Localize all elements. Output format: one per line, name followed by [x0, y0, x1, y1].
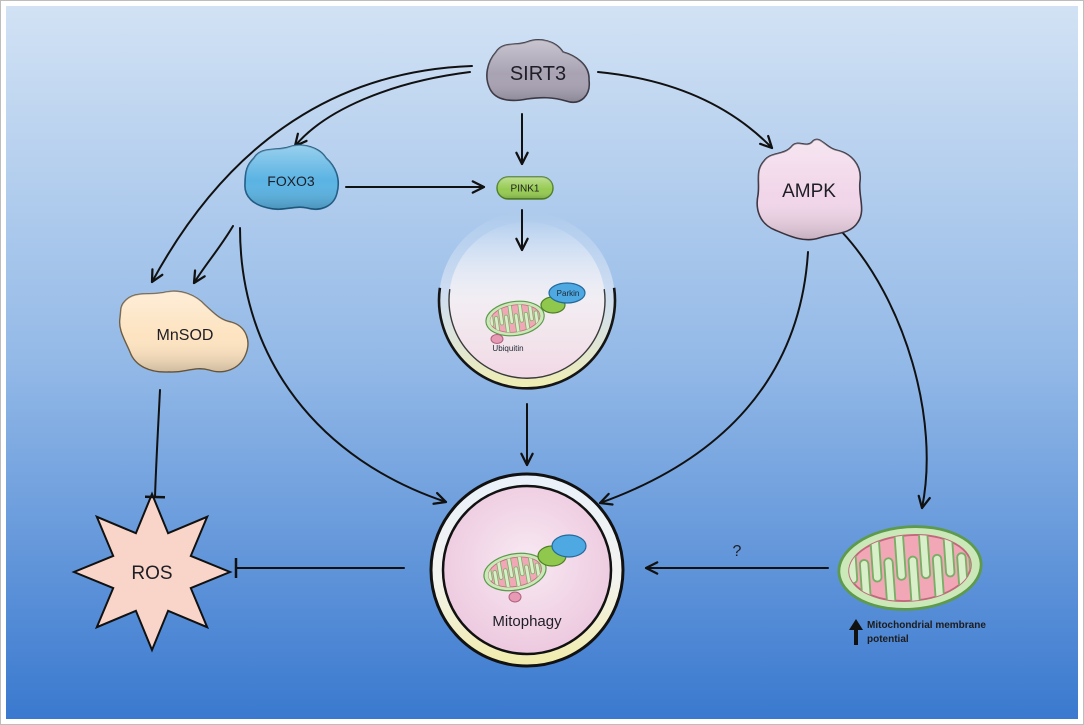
foxo3-label: FOXO3	[267, 173, 315, 189]
sirt3-node: SIRT3	[486, 39, 591, 104]
parkin-protein	[551, 534, 587, 558]
ampk-node: AMPK	[756, 138, 863, 241]
mitophagy-vesicle: Mitophagy	[429, 472, 625, 668]
sirt3-label: SIRT3	[510, 63, 566, 85]
edge-sirt3-to-ampk	[597, 71, 774, 150]
ros-label: ROS	[131, 563, 172, 584]
edge-foxo3-to-mitophagy	[239, 227, 448, 505]
mnsod-label: MnSOD	[157, 327, 214, 344]
edge-ampk-to-mitochondrion	[841, 231, 931, 510]
vesicle-inner	[449, 222, 605, 378]
pink1-parkin-vesicle: Parkin Ubiquitin	[437, 212, 617, 390]
pink1-shading	[497, 177, 553, 199]
edge-ampk-to-mitophagy	[598, 251, 809, 506]
parkin-label: Parkin	[557, 289, 580, 298]
edge-foxo3-to-mnsod	[192, 225, 234, 285]
ampk-label: AMPK	[782, 181, 836, 202]
pink1-node: PINK1	[496, 176, 554, 200]
parkin-protein	[548, 282, 586, 304]
mnsod-node: MnSOD	[118, 290, 249, 373]
vesicle-inner-membrane	[448, 289, 606, 379]
membrane-potential-label: Mitochondrial membrane potential	[867, 620, 989, 645]
pink1-label: PINK1	[511, 184, 540, 195]
mitophagy-label: Mitophagy	[492, 613, 562, 630]
edge-sirt3-to-mnsod	[150, 65, 473, 284]
up-arrow-icon	[849, 619, 863, 645]
edge-question-label: ?	[733, 543, 742, 560]
foxo3-node: FOXO3	[244, 144, 340, 211]
vesicle-outer-membrane	[437, 287, 617, 390]
edge-sirt3-to-foxo3	[293, 71, 471, 148]
ros-star	[71, 491, 233, 653]
edge-mnsod-inhibits-ros	[144, 389, 166, 499]
ros-node: ROS	[71, 491, 233, 653]
ubiquitin-marker	[490, 334, 504, 344]
ubiquitin-label: Ubiquitin	[492, 344, 523, 353]
ubiquitin-marker	[508, 591, 522, 603]
mitochondrion-node: Mitochondrial membrane potential	[836, 514, 989, 645]
edges: ?	[144, 65, 931, 578]
